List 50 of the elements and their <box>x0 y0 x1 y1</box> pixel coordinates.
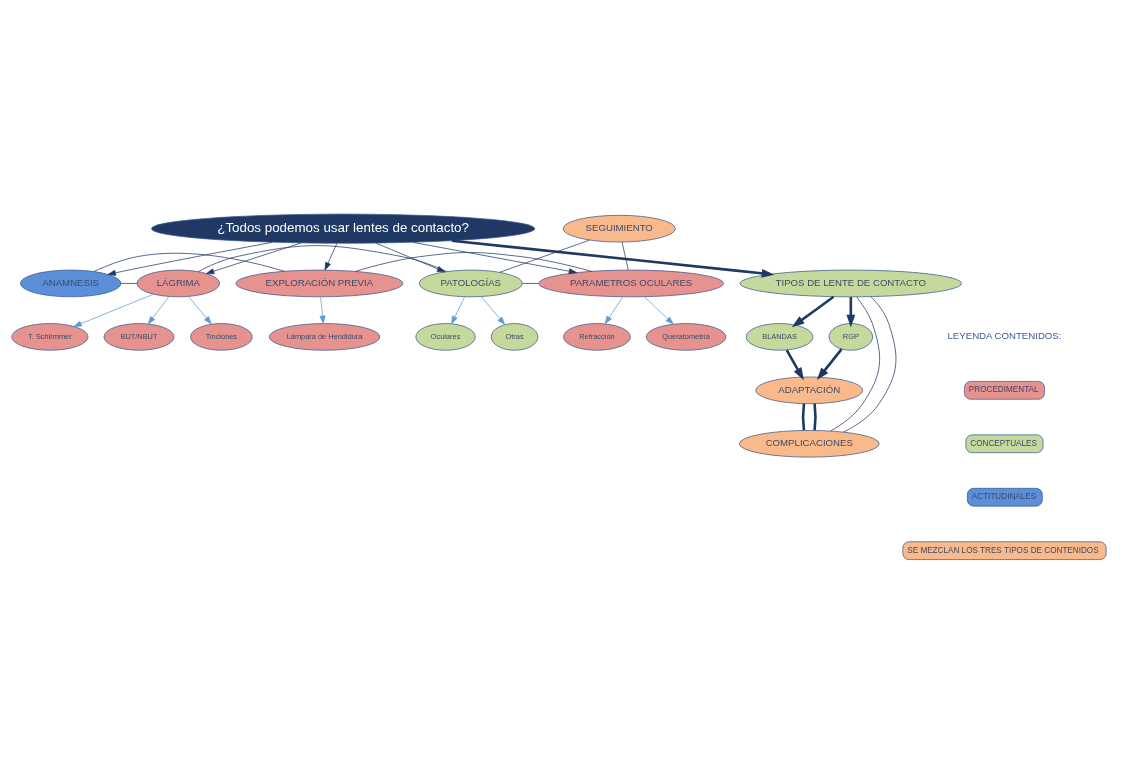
legend-label: ACTITUDINALES <box>971 492 1037 502</box>
node-ellipse: RGP <box>828 323 873 351</box>
arrow <box>791 295 835 328</box>
arrow <box>107 242 273 276</box>
legend-label: PROCEDIMENTAL <box>968 385 1039 395</box>
node-ellipse: Lámpara de Hendidura <box>268 323 381 351</box>
node-ellipse: COMPLICACIONES <box>738 430 880 458</box>
label: LEYENDA CONTENIDOS: <box>947 330 1062 342</box>
node-ellipse: BLANDAS <box>745 323 814 351</box>
arrow <box>846 297 856 328</box>
node-ellipse: Otras <box>490 323 539 351</box>
node-ellipse: Refracción <box>563 323 631 351</box>
connector <box>197 245 448 273</box>
legend-label: CONCEPTUALES <box>970 438 1037 448</box>
arrow <box>816 348 843 381</box>
arrow <box>451 296 466 325</box>
connector <box>93 252 285 272</box>
arrow <box>147 296 170 325</box>
arrow <box>604 296 624 325</box>
arrow <box>188 296 212 325</box>
arrow <box>206 242 302 275</box>
connector <box>830 296 880 432</box>
arrow <box>324 243 338 271</box>
legend-label: SE MEZCLAN LOS TRES TIPOS DE CONTENIDOS <box>907 545 1099 555</box>
arrow <box>644 296 674 325</box>
node-ellipse: EXPLORACIÓN PREVIA <box>235 269 404 298</box>
arrow <box>412 242 577 275</box>
arrow <box>785 349 804 381</box>
node-ellipse: ADAPTACIÓN <box>755 376 864 405</box>
connector <box>621 241 629 271</box>
node-ellipse: BUT/NBUT <box>103 323 175 351</box>
node-ellipse: T. Schirmmer <box>11 323 89 351</box>
arrow <box>481 296 506 325</box>
connector <box>843 296 897 433</box>
node-ellipse: Oculares <box>415 323 476 351</box>
node-ellipse: Queratometría <box>645 323 727 351</box>
arrow <box>319 296 326 324</box>
node-ellipse: Tinciones <box>190 323 253 351</box>
node-ellipse: PATOLOGÍAS <box>418 269 523 298</box>
connector <box>801 403 806 431</box>
arrow <box>375 242 446 273</box>
connector <box>355 252 592 272</box>
connector <box>813 403 817 431</box>
arrow <box>451 239 775 278</box>
node-ellipse: SEGUIMIENTO <box>562 214 676 243</box>
node-ellipse: ¿Todos podemos usar lentes de contacto? <box>151 213 536 244</box>
connector <box>499 239 590 273</box>
connector <box>522 283 539 284</box>
arrow <box>73 293 154 327</box>
connector <box>120 283 138 284</box>
